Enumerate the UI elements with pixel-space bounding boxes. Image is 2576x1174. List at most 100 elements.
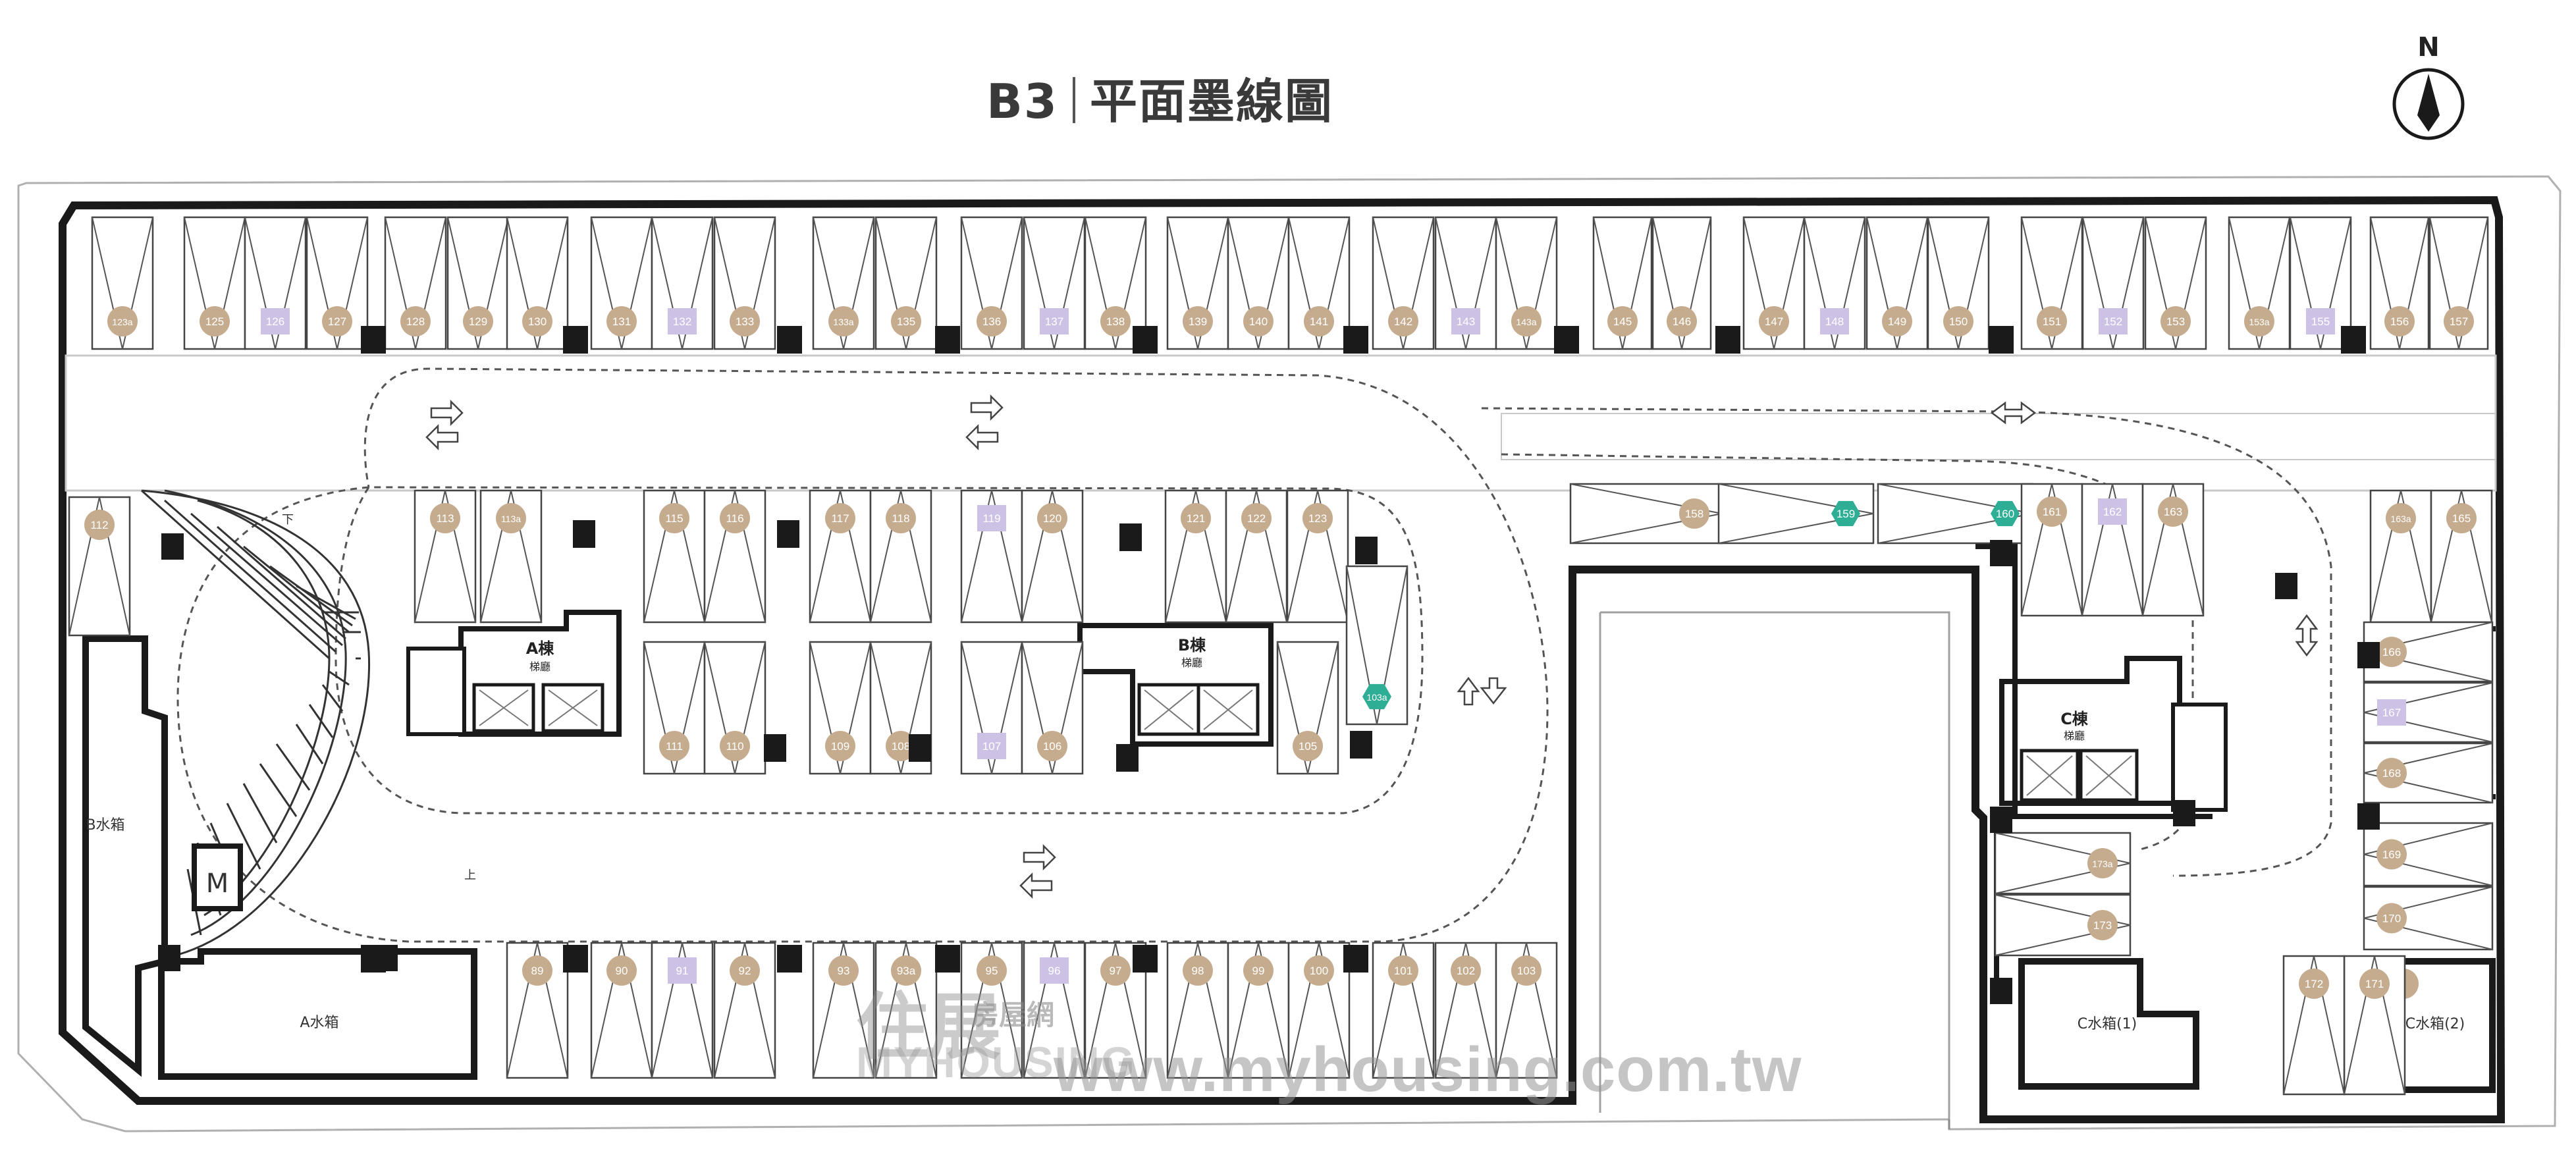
space-number-badge: [977, 955, 1007, 986]
parking-space: 105: [1276, 641, 1339, 775]
special-space-badge: [2306, 308, 2335, 334]
title-separator: [1072, 77, 1075, 123]
special-space-badge: [668, 308, 697, 334]
space-number: 169: [2382, 849, 2401, 861]
traffic-arrows: [425, 394, 2319, 899]
space-number-badge: [1037, 503, 1067, 533]
parking-space: 128: [384, 216, 447, 350]
space-number: 157: [2450, 315, 2468, 328]
space-number-badge: [2037, 496, 2067, 527]
space-number-badge: [1511, 955, 1542, 986]
space-number: 155: [2311, 315, 2330, 328]
space-number-badge: [730, 306, 760, 336]
space-number-badge: [886, 503, 916, 533]
space-number: 111: [666, 740, 683, 753]
space-number: 150: [1949, 315, 1968, 328]
space-number: 149: [1888, 315, 1906, 328]
space-number: 148: [1825, 315, 1844, 328]
space-number-badge: [2376, 903, 2407, 934]
space-number-badge: [659, 503, 689, 533]
watermark-brand: 住展: [856, 984, 1001, 1069]
space-number: 99: [1252, 965, 1265, 977]
structural-column: [158, 945, 180, 971]
space-number-badge: [1293, 731, 1323, 761]
space-number-badge: [1243, 306, 1274, 336]
tank-b-label: B水箱: [86, 817, 124, 834]
space-number-badge: [825, 503, 855, 533]
parking-space: 92: [713, 942, 776, 1079]
space-number-badge: [2446, 503, 2477, 533]
structural-column: [777, 945, 802, 973]
parking-space: 100: [1287, 942, 1351, 1079]
structural-column: [563, 326, 588, 354]
parking-space: 103: [1495, 942, 1558, 1079]
parking-space: 173: [1994, 894, 2132, 957]
space-number-badge: [322, 306, 352, 336]
special-space-badge: [2098, 498, 2127, 525]
space-number-badge: [606, 306, 637, 336]
parking-space: 115: [643, 489, 706, 624]
space-number-badge: [1943, 306, 1973, 336]
space-number: 120: [1043, 512, 1061, 525]
space-number-badge: [200, 306, 230, 336]
space-number: 119: [982, 512, 1000, 525]
parking-space: 122: [1225, 489, 1288, 624]
title-code: B3: [986, 74, 1058, 129]
space-number: 159: [1837, 508, 1855, 520]
space-number: 147: [1765, 315, 1783, 328]
space-number: 116: [726, 512, 743, 525]
parking-space: 133a: [812, 216, 875, 350]
space-number-badge: [2444, 306, 2474, 336]
parking-space: 136: [960, 216, 1023, 350]
parking-space: 123a: [91, 216, 154, 350]
parking-space: 145: [1592, 216, 1653, 350]
space-number: 167: [2382, 707, 2401, 719]
space-number: 123: [1308, 512, 1327, 525]
space-number: 105: [1299, 740, 1317, 753]
parking-space: 133: [713, 216, 776, 350]
structural-column: [935, 326, 960, 354]
parking-space: 95: [960, 942, 1023, 1079]
lobby-a-sub: 梯廳: [529, 660, 550, 673]
space-number: 110: [726, 740, 743, 753]
parking-space: 89: [506, 942, 569, 1079]
space-number: 91: [676, 965, 689, 977]
space-number-badge: [2158, 496, 2188, 527]
space-number-badge: [2376, 839, 2407, 870]
space-number: 122: [1247, 512, 1266, 525]
lobby-c-sub: 梯廳: [2064, 730, 2085, 742]
space-number: 160: [1996, 508, 2014, 520]
space-number-badge: [606, 955, 637, 986]
watermark-url: www.myhousing.com.tw: [1054, 1034, 1802, 1105]
space-number-badge: [891, 306, 921, 336]
space-number: 98: [1192, 965, 1204, 977]
space-number-badge: [2376, 758, 2407, 788]
space-number-badge: [1304, 306, 1334, 336]
structural-column: [375, 945, 398, 971]
lobby-a: [406, 610, 622, 737]
space-number: 165: [2452, 512, 2471, 525]
space-number: 127: [328, 315, 346, 328]
space-number: 143a: [1516, 317, 1536, 327]
space-number: 170: [2382, 913, 2401, 925]
accessible-space-badge: [1362, 683, 1391, 710]
space-number-badge: [720, 503, 750, 533]
space-number-badge: [107, 306, 138, 336]
space-number-badge: [1183, 955, 1213, 986]
space-number-badge: [720, 731, 750, 761]
parking-space: 121: [1164, 489, 1227, 624]
space-number: 102: [1457, 965, 1475, 977]
parking-space: 103a: [1345, 565, 1409, 726]
space-number-badge: [430, 503, 460, 533]
parking-space: 149: [1865, 216, 1929, 350]
parking-space: 165: [2430, 489, 2493, 624]
space-number: 109: [831, 740, 849, 753]
structural-column: [161, 533, 184, 560]
space-number-badge: [2160, 306, 2191, 336]
parking-space: 155: [2289, 216, 2352, 350]
special-space-badge: [2099, 308, 2128, 334]
parking-space: 163: [2141, 483, 2205, 617]
parking-space: 125: [183, 216, 246, 350]
space-number: 153: [2166, 315, 2185, 328]
space-number: 117: [831, 512, 849, 525]
